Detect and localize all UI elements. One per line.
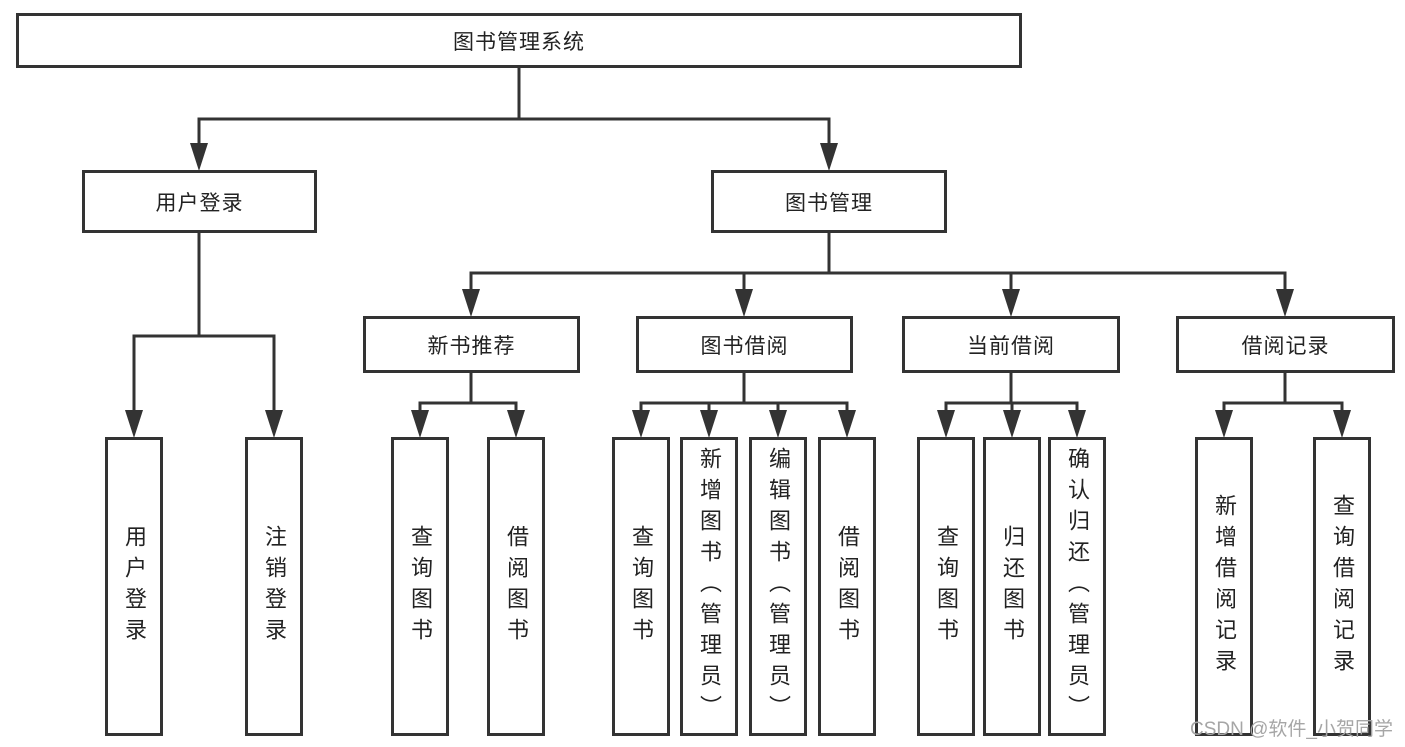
leaf-return-books: 归还图书 <box>983 437 1041 736</box>
arrow-down-icon <box>125 410 143 438</box>
arrow-down-icon <box>838 410 856 438</box>
arrow-down-icon <box>462 289 480 317</box>
arrow-down-icon <box>820 143 838 171</box>
csdn-watermark: CSDN @软件_小贺同学 <box>1190 719 1393 740</box>
leaf-label: 用户登录 <box>122 524 147 649</box>
tree-connectors <box>132 68 1344 413</box>
leaf-label: 归还图书 <box>1000 524 1025 649</box>
node-book-management: 图书管理 <box>711 170 947 233</box>
arrow-down-icon <box>265 410 283 438</box>
leaf-add-borrow-record: 新增借阅记录 <box>1195 437 1253 736</box>
node-library-system: 图书管理系统 <box>16 13 1022 68</box>
leaf-confirm-return-admin: 确认归还（管理员） <box>1048 437 1106 736</box>
leaf-label: 查询图书 <box>629 524 654 649</box>
node-new-book-recommend: 新书推荐 <box>363 316 580 373</box>
arrowheads <box>125 143 1351 438</box>
leaf-label: 借阅图书 <box>504 524 529 649</box>
arrow-down-icon <box>1002 289 1020 317</box>
node-label: 用户登录 <box>155 191 244 215</box>
arrow-down-icon <box>937 410 955 438</box>
leaf-label: 新增图书（管理员） <box>697 447 722 726</box>
leaf-label: 注销登录 <box>262 524 287 649</box>
arrow-down-icon <box>700 410 718 438</box>
leaf-label: 新增借阅记录 <box>1212 493 1237 680</box>
leaf-add-books-admin: 新增图书（管理员） <box>680 437 738 736</box>
node-user-login: 用户登录 <box>82 170 317 233</box>
leaf-label: 查询图书 <box>408 524 433 649</box>
leaf-label: 编辑图书（管理员） <box>766 447 791 726</box>
leaf-recommend-query-books: 查询图书 <box>391 437 449 736</box>
arrow-down-icon <box>411 410 429 438</box>
arrow-down-icon <box>190 143 208 171</box>
leaf-label: 查询借阅记录 <box>1330 493 1355 680</box>
node-label: 借阅记录 <box>1241 334 1330 358</box>
arrow-down-icon <box>1215 410 1233 438</box>
arrow-down-icon <box>735 289 753 317</box>
leaf-label: 借阅图书 <box>835 524 860 649</box>
leaf-edit-books-admin: 编辑图书（管理员） <box>749 437 807 736</box>
node-label: 当前借阅 <box>967 334 1055 358</box>
node-label: 新书推荐 <box>427 334 516 358</box>
arrow-down-icon <box>1003 410 1021 438</box>
leaf-query-borrow-record: 查询借阅记录 <box>1313 437 1371 736</box>
leaf-recommend-borrow-books: 借阅图书 <box>487 437 545 736</box>
arrow-down-icon <box>507 410 525 438</box>
leaf-label: 确认归还（管理员） <box>1065 447 1090 726</box>
node-book-borrowing: 图书借阅 <box>636 316 853 373</box>
node-current-borrowing: 当前借阅 <box>902 316 1120 373</box>
leaf-user-login: 用户登录 <box>105 437 163 736</box>
leaf-current-query-books: 查询图书 <box>917 437 975 736</box>
leaf-label: 查询图书 <box>934 524 959 649</box>
leaf-logout: 注销登录 <box>245 437 303 736</box>
leaf-borrowing-borrow-books: 借阅图书 <box>818 437 876 736</box>
node-borrowing-records: 借阅记录 <box>1176 316 1395 373</box>
node-label: 图书管理 <box>785 191 873 215</box>
arrow-down-icon <box>769 410 787 438</box>
arrow-down-icon <box>632 410 650 438</box>
node-label: 图书借阅 <box>700 334 789 358</box>
arrow-down-icon <box>1333 410 1351 438</box>
leaf-borrowing-query-books: 查询图书 <box>612 437 670 736</box>
arrow-down-icon <box>1276 289 1294 317</box>
node-label: 图书管理系统 <box>453 30 585 54</box>
arrow-down-icon <box>1068 410 1086 438</box>
